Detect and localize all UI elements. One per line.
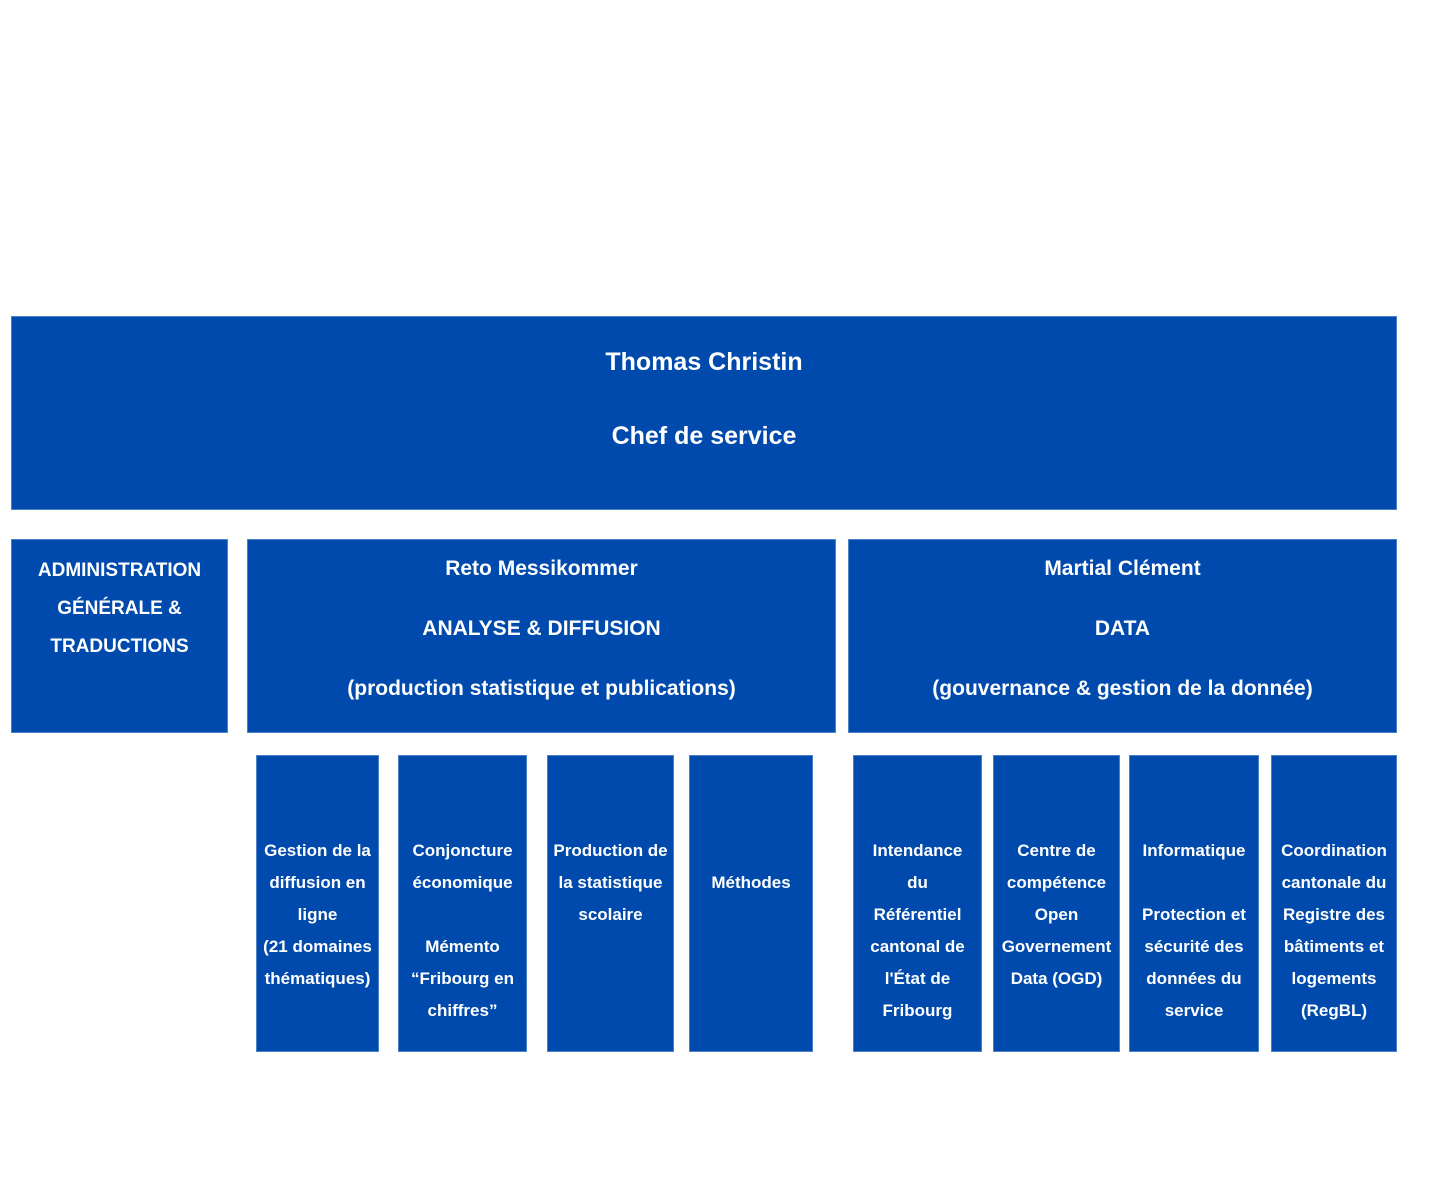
- text-line: Gestion de la: [264, 841, 371, 860]
- text-line: DATA: [1094, 617, 1151, 640]
- text-line: (production statistique et publications): [347, 677, 736, 700]
- org-box-gestion-diffusion: Gestion de la diffusion en ligne (21 domain…: [256, 755, 379, 1052]
- text-line: Chef de service: [611, 422, 797, 450]
- text-line: (gouvernance & gestion de la donnée): [932, 677, 1313, 700]
- text-line: la statistique: [558, 873, 663, 892]
- text-line: scolaire: [578, 905, 643, 924]
- text-line: Martial Clément: [1044, 557, 1201, 580]
- text-line: thématiques): [264, 969, 371, 988]
- text-line: cantonale du: [1281, 873, 1387, 892]
- text-line: Protection et: [1142, 905, 1246, 924]
- text-line: diffusion en: [269, 873, 366, 892]
- text-line: Fribourg: [882, 1001, 953, 1020]
- org-box-regbl: Coordination cantonale du Registre des bâti…: [1271, 755, 1397, 1052]
- text-line: chiffres”: [427, 1001, 498, 1020]
- text-line: GÉNÉRALE &: [57, 598, 182, 619]
- text-line: Governement: [1001, 937, 1112, 956]
- text-line: Méthodes: [711, 873, 791, 892]
- text-line: ligne: [297, 905, 338, 924]
- text-line: Data (OGD): [1010, 969, 1103, 988]
- text-line: ADMINISTRATION: [37, 560, 202, 581]
- text-line: Centre de: [1017, 841, 1096, 860]
- text-line: [398, 899, 527, 931]
- text-line: bâtiments et: [1283, 937, 1385, 956]
- text-line: Production de: [553, 841, 668, 860]
- text-line: compétence: [1006, 873, 1107, 892]
- org-box-statistique-scolaire: Production de la statistique scolaire: [547, 755, 674, 1052]
- text-line: [1129, 867, 1259, 899]
- text-line: service: [1164, 1001, 1224, 1020]
- text-line: données du: [1146, 969, 1242, 988]
- text-line: du: [907, 873, 928, 892]
- text-line: [689, 835, 813, 867]
- text-line: Conjoncture: [412, 841, 513, 860]
- org-box-informatique-securite: Informatique Protection et sécurité des do…: [1129, 755, 1259, 1052]
- text-line: Mémento: [425, 937, 500, 956]
- text-line: Open: [1034, 905, 1079, 924]
- text-line: économique: [412, 873, 513, 892]
- org-box-methodes: Méthodes: [689, 755, 813, 1052]
- text-line: (21 domaines: [263, 937, 372, 956]
- text-line: (RegBL): [1300, 1001, 1368, 1020]
- text-line: Coordination: [1281, 841, 1387, 860]
- text-line: Intendance: [872, 841, 963, 860]
- text-line: Thomas Christin: [605, 348, 803, 376]
- text-line: cantonal de: [870, 937, 965, 956]
- text-line: TRADUCTIONS: [50, 636, 189, 657]
- text-line: Reto Messikommer: [445, 557, 638, 580]
- text-line: “Fribourg en: [411, 969, 514, 988]
- text-line: Référentiel: [873, 905, 962, 924]
- text-line: ANALYSE & DIFFUSION: [422, 617, 661, 640]
- org-box-conjoncture-economique: Conjoncture économique Mémento “Fribourg e…: [398, 755, 527, 1052]
- text-line: sécurité des: [1144, 937, 1244, 956]
- text-line: logements: [1291, 969, 1377, 988]
- text-line: Informatique: [1142, 841, 1246, 860]
- org-box-administration-generale: ADMINISTRATION GÉNÉRALE & TRADUCTIONS: [11, 539, 228, 733]
- text-line: l'État de: [884, 969, 951, 988]
- text-line: Registre des: [1282, 905, 1386, 924]
